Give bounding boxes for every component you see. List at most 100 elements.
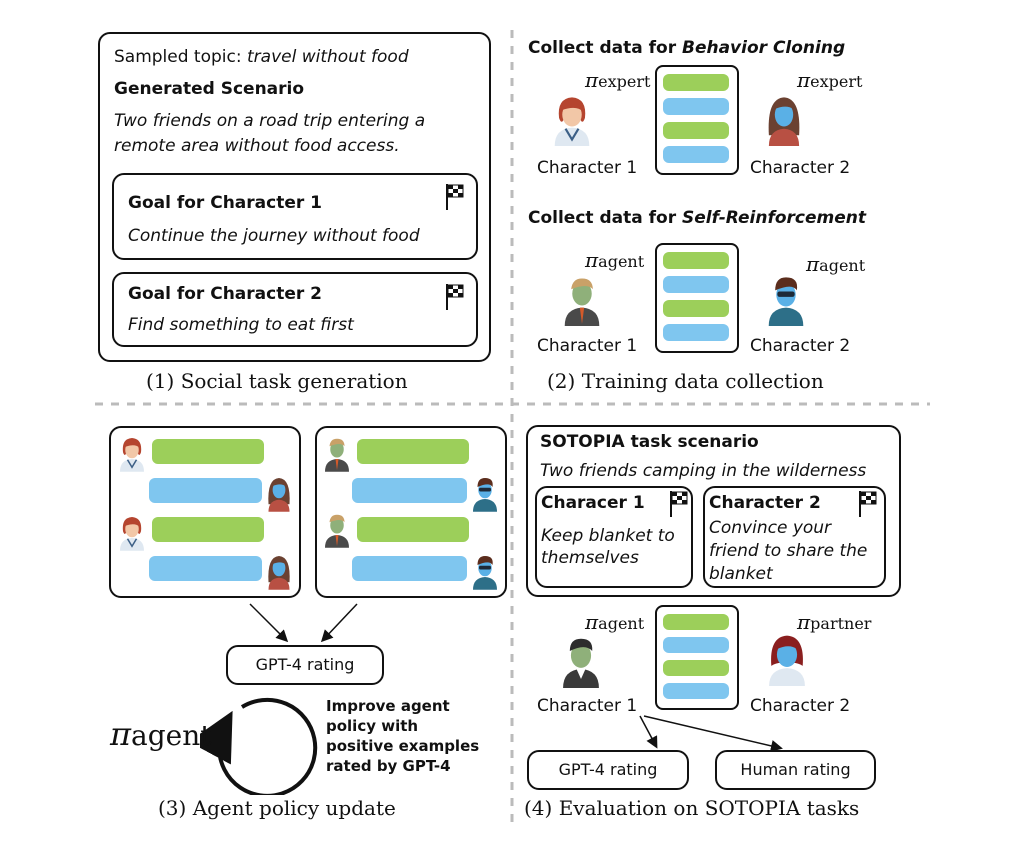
sotopia-scenario-text: Two friends camping in the wilderness — [540, 461, 867, 481]
avatar-woman-brown-hair — [264, 474, 294, 512]
avatar-woman-brown-hair — [264, 552, 294, 590]
goal-card-1 — [112, 173, 478, 260]
chat-bubble — [357, 517, 469, 542]
arrows-to-ratings — [639, 715, 783, 752]
chat-bubble — [149, 556, 262, 581]
checkered-flag-icon — [445, 283, 465, 311]
caption-2: (2) Training data collection — [547, 369, 824, 393]
improve-policy-text: Improve agent policy with positive examp… — [326, 696, 479, 776]
checkered-flag-icon — [858, 490, 878, 518]
goal1-text: Continue the journey without food — [128, 226, 420, 246]
char2-goal-line-2: friend to share the — [709, 541, 868, 561]
char1-goal-line-1: Keep blanket to — [541, 526, 675, 546]
chat-phone-eval — [655, 605, 739, 710]
sr-value: Self-Reinforcement — [682, 208, 866, 228]
character-2-label: Character 2 — [750, 696, 851, 716]
avatar-man-dark — [558, 632, 604, 688]
avatar-man-glasses — [470, 474, 500, 512]
chat-bubble — [663, 300, 729, 317]
avatar-man-blond — [322, 510, 352, 548]
goal2-title: Goal for Character 2 — [128, 284, 322, 304]
sampled-topic: Sampled topic: travel without food — [114, 47, 409, 67]
pi-agent-eval: πagent — [585, 610, 644, 634]
goal-card-2 — [112, 272, 478, 347]
char1-goal-line-2: themselves — [541, 548, 639, 568]
pi-subscript: agent — [131, 719, 212, 752]
character-2-label: Character 2 — [750, 158, 851, 178]
pi-agent-left: πagent — [585, 248, 644, 272]
chat-bubble — [663, 74, 729, 91]
pi-expert-left: πexpert — [585, 68, 650, 92]
pi-symbol: π — [110, 715, 132, 753]
character-1-label: Character 1 — [537, 336, 638, 356]
sotopia-title: SOTOPIA task scenario — [540, 432, 759, 452]
caption-1: (1) Social task generation — [146, 369, 408, 393]
avatar-woman-red-hair — [550, 92, 594, 146]
chat-bubble — [663, 683, 729, 699]
character-1-label: Character 1 — [537, 696, 638, 716]
avatar-woman-red-hair — [117, 513, 147, 551]
avatar-man-glasses — [764, 272, 808, 326]
chat-bubble — [149, 478, 262, 503]
pi-subscript: agent — [819, 256, 866, 275]
generated-scenario-title: Generated Scenario — [114, 79, 305, 99]
self-reinforcement-title: Collect data for Self-Reinforcement — [528, 208, 866, 228]
char1-goal-title: Characer 1 — [541, 493, 645, 513]
improve-line: positive examples — [326, 737, 480, 755]
char2-goal-title: Character 2 — [709, 493, 821, 513]
pi-expert-right: πexpert — [797, 68, 862, 92]
chat-bubble — [663, 122, 729, 139]
chat-bubble — [663, 660, 729, 676]
gpt4-rating-eval-box: GPT-4 rating — [527, 750, 689, 790]
caption-3: (3) Agent policy update — [158, 796, 396, 820]
character-1-goal-card — [535, 486, 693, 588]
pi-agent-large: πagent — [110, 715, 212, 753]
topic-value: travel without food — [247, 47, 409, 67]
pi-subscript: expert — [810, 72, 863, 91]
chat-phone-sr — [655, 243, 739, 353]
human-rating-box: Human rating — [715, 750, 876, 790]
improve-line: rated by GPT-4 — [326, 757, 451, 775]
scenario-line-2: remote area without food access. — [114, 136, 400, 156]
improve-line: policy with — [326, 717, 419, 735]
pi-agent-right: πagent — [806, 252, 865, 276]
pi-partner-eval: πpartner — [797, 610, 871, 634]
character-2-goal-card — [703, 486, 886, 588]
checkered-flag-icon — [445, 183, 465, 211]
chat-bubble — [663, 324, 729, 341]
bc-prefix: Collect data for — [528, 38, 682, 58]
pi-subscript: agent — [598, 614, 645, 633]
avatar-woman-brown-hair — [762, 92, 806, 146]
arrows-to-rating — [249, 603, 358, 643]
chat-bubble — [352, 478, 467, 503]
policy-update-cycle-arrow — [200, 697, 318, 795]
scenario-line-1: Two friends on a road trip entering a — [114, 111, 426, 131]
pi-symbol: π — [585, 248, 599, 272]
chat-bubble — [663, 614, 729, 630]
chat-bubble — [663, 637, 729, 653]
char2-goal-line-1: Convince your — [709, 518, 832, 538]
chat-phone-bc — [655, 65, 739, 175]
goal2-text: Find something to eat first — [128, 315, 354, 335]
character-1-label: Character 1 — [537, 158, 638, 178]
chat-bubble — [352, 556, 467, 581]
pi-symbol: π — [585, 610, 599, 634]
avatar-woman-blue — [764, 630, 810, 686]
chat-bubble — [357, 439, 469, 464]
goal1-title: Goal for Character 1 — [128, 193, 322, 213]
character-2-label: Character 2 — [750, 336, 851, 356]
chat-bubble — [152, 517, 264, 542]
checkered-flag-icon — [669, 490, 689, 518]
char2-goal-line-3: blanket — [709, 564, 773, 584]
chat-bubble — [663, 276, 729, 293]
chat-bubble — [663, 98, 729, 115]
avatar-woman-red-hair — [117, 434, 147, 472]
bc-value: Behavior Cloning — [682, 38, 846, 58]
pi-symbol: π — [585, 68, 599, 92]
pi-subscript: expert — [598, 72, 651, 91]
avatar-man-glasses — [470, 552, 500, 590]
chat-bubble — [663, 252, 729, 269]
pi-subscript: agent — [598, 252, 645, 271]
caption-4: (4) Evaluation on SOTOPIA tasks — [524, 796, 860, 820]
